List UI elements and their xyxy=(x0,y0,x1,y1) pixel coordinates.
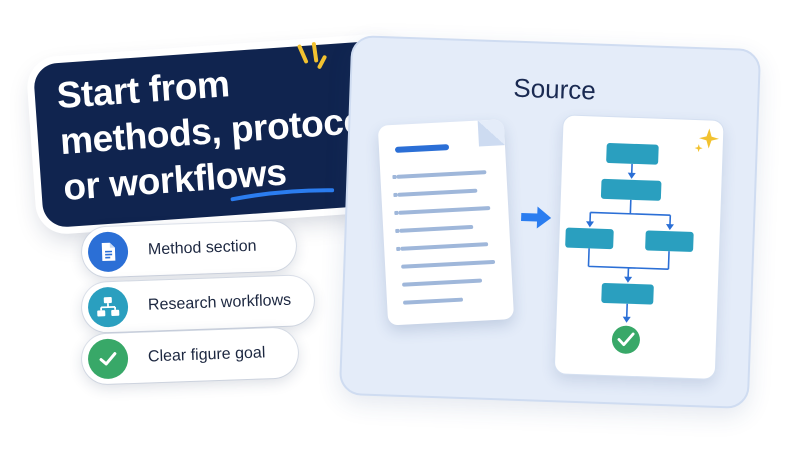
text-line xyxy=(402,297,464,305)
text-line xyxy=(401,259,496,269)
feature-pill-research-workflows: Research workflows xyxy=(81,274,315,334)
underline-stroke-icon xyxy=(230,188,335,202)
source-document-illustration xyxy=(377,119,515,326)
headline: Start from methods, protocols, or workfl… xyxy=(55,51,407,211)
text-line xyxy=(399,224,474,233)
feature-label: Method section xyxy=(147,237,257,259)
flowchart-illustration xyxy=(553,114,725,380)
workflow-icon xyxy=(87,286,129,328)
text-line xyxy=(398,206,491,215)
text-line xyxy=(396,170,487,179)
source-title: Source xyxy=(512,72,597,106)
emphasis-lines-icon xyxy=(297,42,327,69)
page-fold xyxy=(477,119,505,147)
feature-label: Clear figure goal xyxy=(147,344,266,366)
text-line xyxy=(397,188,478,197)
feature-pill-clear-figure-goal: Clear figure goal xyxy=(81,327,299,385)
document-heading-line xyxy=(394,144,450,153)
headline-card: Start from methods, protocols, or workfl… xyxy=(32,39,407,229)
feature-label: Research workflows xyxy=(147,291,292,314)
text-line xyxy=(400,242,489,251)
text-line xyxy=(402,278,483,287)
flowchart-diagram xyxy=(565,143,694,354)
arrow-right-icon xyxy=(521,206,552,229)
document-icon xyxy=(87,231,129,273)
feature-pill-method-section: Method section xyxy=(81,220,297,278)
sparkle-icon xyxy=(694,128,720,153)
source-panel: Source xyxy=(338,34,762,410)
checkmark-icon xyxy=(87,338,129,380)
